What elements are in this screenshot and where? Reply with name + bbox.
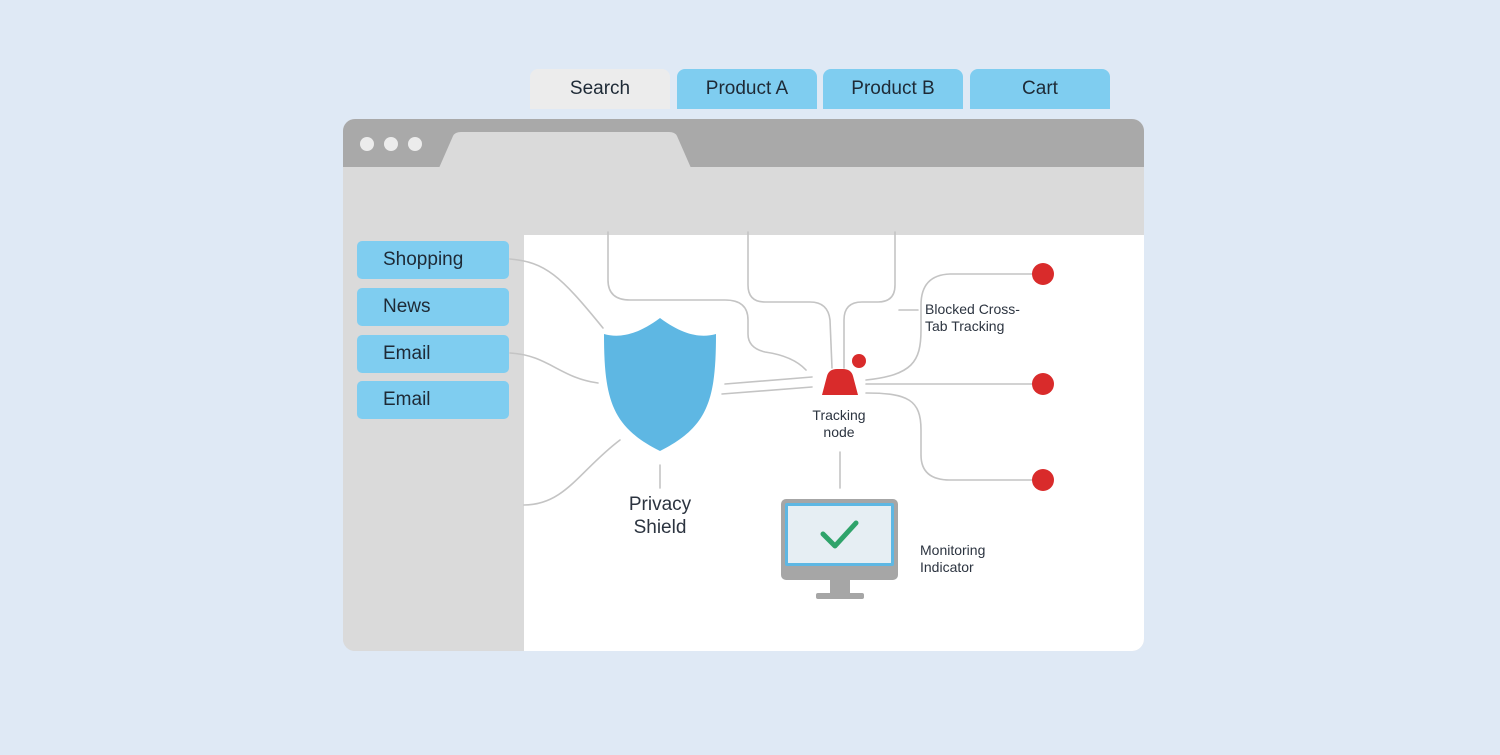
connector-line [843,231,896,369]
blocked-tracker-dot [1032,263,1054,285]
connector-line [865,273,1035,381]
blocked-tracking-label: Blocked Cross-Tab Tracking [925,301,1020,334]
sidebar-item-email-2[interactable]: Email [357,381,509,419]
connector-line [509,352,599,384]
connector-line [747,231,833,369]
blocked-tracker-dot [1032,469,1054,491]
connector-line [721,386,813,395]
shield-icon [604,318,716,451]
tab-product-a[interactable]: Product A [677,69,817,109]
tracking-node-icon [822,354,866,395]
sidebar-item-email[interactable]: Email [357,335,509,373]
window-control-dot[interactable] [384,137,398,151]
connector-line [724,376,813,385]
blocked-tracker-dot [1032,373,1054,395]
tab-search[interactable]: Search [530,69,670,109]
browser-tab[interactable] [439,132,691,168]
check-icon [820,520,859,549]
title-bar [343,119,1144,168]
privacy-shield-label: Privacy Shield [628,494,692,538]
window-control-dot[interactable] [408,137,422,151]
tab-product-b[interactable]: Product B [823,69,963,109]
tab-cart[interactable]: Cart [970,69,1110,109]
monitoring-indicator-label: Monitoring Indicator [920,542,986,575]
connector-line [523,439,621,506]
tracking-node-label: Tracking node [812,407,866,440]
window-control-dot[interactable] [360,137,374,151]
sidebar-item-shopping[interactable]: Shopping [357,241,509,279]
connector-line [607,231,807,371]
sidebar-item-news[interactable]: News [357,288,509,326]
monitor-icon [781,499,898,599]
connector-line [509,258,604,329]
connector-line [865,392,1035,481]
